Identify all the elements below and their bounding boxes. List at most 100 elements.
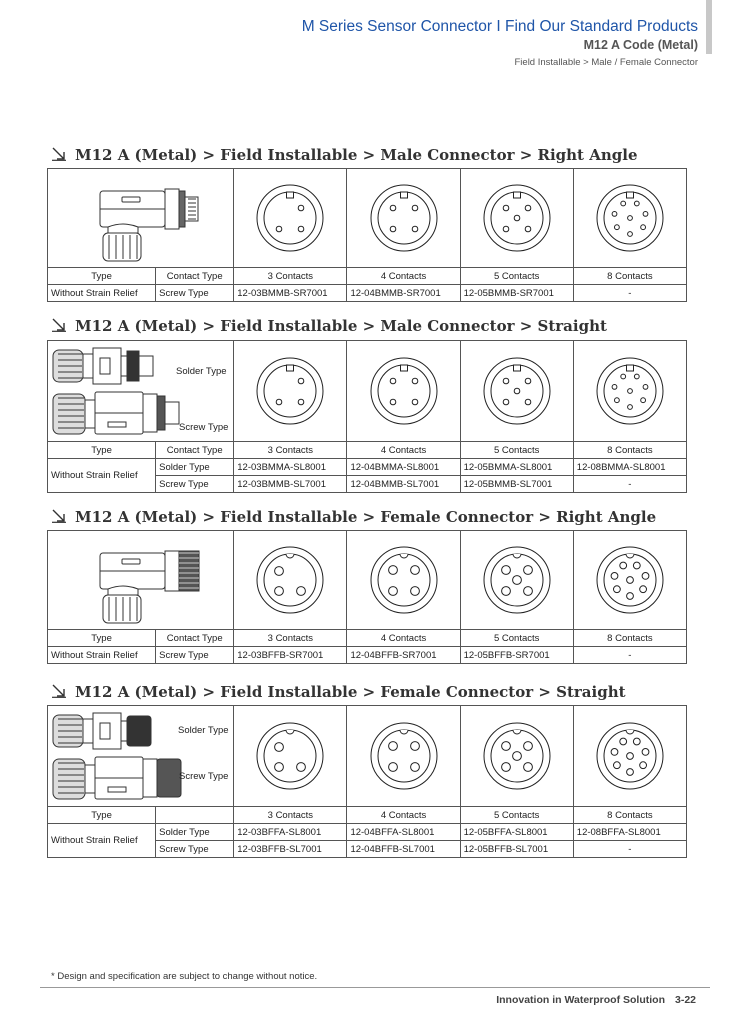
column-header: Type <box>46 629 157 647</box>
arrow-down-right-icon <box>52 147 66 161</box>
column-header: Contact Type <box>155 629 235 647</box>
pin-diagram-8-contacts <box>572 168 688 268</box>
pin-layout-3-female <box>256 722 324 790</box>
section-title: M12 A (Metal) > Field Installable > Male… <box>51 317 607 335</box>
column-header: 8 Contacts <box>572 629 688 647</box>
column-header: Type <box>46 806 157 824</box>
part-number-cell: 12-05BFFA-SL8001 <box>459 823 574 841</box>
part-number-cell: 12-04BMMB-SR7001 <box>346 284 461 302</box>
image-row <box>46 168 688 268</box>
column-header: 4 Contacts <box>346 629 461 647</box>
pin-layout-5-female <box>483 546 551 614</box>
pin-diagram-3-contacts <box>233 530 348 630</box>
column-header: 8 Contacts <box>572 441 688 459</box>
arrow-down-right-icon <box>52 684 66 698</box>
pin-layout-8-male <box>596 357 664 425</box>
part-number-cell: - <box>572 840 688 858</box>
part-number-cell: 12-04BFFB-SR7001 <box>346 646 461 664</box>
contact-type-cell: Solder Type <box>155 458 235 476</box>
pin-diagram-4-contacts <box>346 530 461 630</box>
column-header: 3 Contacts <box>233 629 348 647</box>
type-cell: Without Strain Relief <box>46 284 157 302</box>
column-header: Type <box>46 441 157 459</box>
contact-type-cell: Screw Type <box>155 840 235 858</box>
part-number-cell: 12-03BMMA-SL8001 <box>233 458 348 476</box>
product-image-cell <box>46 168 235 268</box>
type-cell: Without Strain Relief <box>46 646 157 664</box>
solder-type-label: Solder Type <box>176 366 227 377</box>
part-number-cell: 12-05BMMB-SR7001 <box>459 284 574 302</box>
column-header: 5 Contacts <box>459 806 574 824</box>
type-cell: Without Strain Relief <box>46 823 157 858</box>
part-number-cell: 12-04BMMA-SL8001 <box>346 458 461 476</box>
column-header: Contact Type <box>155 267 235 285</box>
contact-type-cell: Screw Type <box>155 475 235 493</box>
column-header: 5 Contacts <box>459 441 574 459</box>
section-title-text: M12 A (Metal) > Field Installable > Fema… <box>75 683 626 701</box>
pin-layout-5-female <box>483 722 551 790</box>
header-subtitle: M12 A Code (Metal) <box>583 38 698 52</box>
column-header: Contact Type <box>155 441 235 459</box>
section-title-text: M12 A (Metal) > Field Installable > Male… <box>75 146 638 164</box>
part-number-cell: 12-05BMMB-SL7001 <box>459 475 574 493</box>
page-number: 3-22 <box>674 994 696 1006</box>
pin-layout-3-female <box>256 546 324 614</box>
arrow-down-right-icon <box>52 509 66 523</box>
section-title: M12 A (Metal) > Field Installable > Male… <box>51 146 638 164</box>
pin-layout-8-male <box>596 184 664 252</box>
pin-diagram-5-contacts <box>459 705 574 807</box>
header-breadcrumb: Field Installable > Male / Female Connec… <box>514 57 699 68</box>
part-number-cell: - <box>572 284 688 302</box>
image-row <box>46 530 688 630</box>
part-number-cell: 12-08BMMA-SL8001 <box>572 458 688 476</box>
column-header: 8 Contacts <box>572 267 688 285</box>
column-header: 5 Contacts <box>459 267 574 285</box>
part-number-cell: 12-04BFFA-SL8001 <box>346 823 461 841</box>
product-image-cell <box>46 530 235 630</box>
pin-diagram-5-contacts <box>459 168 574 268</box>
part-number-cell: 12-03BMMB-SL7001 <box>233 475 348 493</box>
header-title: M Series Sensor Connector I Find Our Sta… <box>301 18 698 35</box>
screw-type-label: Screw Type <box>179 422 229 433</box>
pin-diagram-3-contacts <box>233 168 348 268</box>
part-number-cell: 12-05BFFB-SL7001 <box>459 840 574 858</box>
straight-connector-drawing <box>52 712 182 800</box>
contact-type-cell: Screw Type <box>155 646 235 664</box>
footer-tagline: Innovation in Waterproof Solution <box>496 994 665 1006</box>
page-header: M Series Sensor Connector I Find Our Sta… <box>302 18 698 69</box>
type-cell: Without Strain Relief <box>46 458 157 493</box>
pin-diagram-4-contacts <box>346 705 461 807</box>
part-number-cell: - <box>572 475 688 493</box>
pin-diagram-3-contacts <box>233 705 348 807</box>
pin-layout-5-male <box>483 184 551 252</box>
column-header: 4 Contacts <box>346 806 461 824</box>
pin-diagram-8-contacts <box>572 705 688 807</box>
pin-layout-8-female <box>596 546 664 614</box>
part-number-cell: 12-05BMMA-SL8001 <box>459 458 574 476</box>
section-title-text: M12 A (Metal) > Field Installable > Fema… <box>75 508 657 526</box>
part-number-cell: 12-04BMMB-SL7001 <box>346 475 461 493</box>
pin-layout-4-female <box>370 722 438 790</box>
right-angle-connector-drawing <box>99 550 200 624</box>
part-number-cell: 12-08BFFA-SL8001 <box>572 823 688 841</box>
pin-diagram-8-contacts <box>572 340 688 442</box>
section-title: M12 A (Metal) > Field Installable > Fema… <box>51 508 656 526</box>
column-header: 4 Contacts <box>346 267 461 285</box>
pin-diagram-4-contacts <box>346 168 461 268</box>
pin-diagram-5-contacts <box>459 530 574 630</box>
pin-diagram-8-contacts <box>572 530 688 630</box>
part-number-cell: - <box>572 646 688 664</box>
